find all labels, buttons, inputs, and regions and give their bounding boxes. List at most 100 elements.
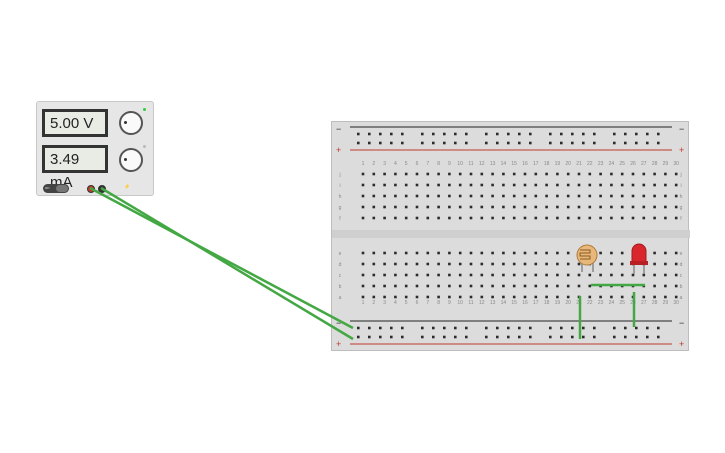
rail-hole[interactable] <box>496 326 499 330</box>
breadboard-hole[interactable] <box>674 295 678 299</box>
breadboard-hole[interactable] <box>653 183 656 187</box>
breadboard-hole[interactable] <box>448 216 451 220</box>
power-switch[interactable] <box>43 184 69 193</box>
breadboard-hole[interactable] <box>372 194 376 198</box>
rail-hole[interactable] <box>613 326 616 330</box>
breadboard-hole[interactable] <box>674 172 678 176</box>
breadboard-hole[interactable] <box>523 251 527 255</box>
breadboard-hole[interactable] <box>448 273 451 277</box>
breadboard-hole[interactable] <box>404 273 408 277</box>
breadboard-hole[interactable] <box>394 284 397 288</box>
breadboard-hole[interactable] <box>664 216 667 220</box>
breadboard-hole[interactable] <box>566 216 570 220</box>
breadboard-hole[interactable] <box>512 194 516 198</box>
breadboard-hole[interactable] <box>523 262 527 266</box>
rail-hole[interactable] <box>518 335 521 339</box>
breadboard-hole[interactable] <box>394 295 397 299</box>
breadboard-hole[interactable] <box>426 205 430 209</box>
breadboard-hole[interactable] <box>469 216 473 220</box>
breadboard-hole[interactable] <box>383 216 386 220</box>
breadboard-hole[interactable] <box>361 251 365 255</box>
breadboard-hole[interactable] <box>502 194 505 198</box>
breadboard-hole[interactable] <box>610 172 613 176</box>
breadboard-hole[interactable] <box>512 284 516 288</box>
rail-hole[interactable] <box>507 335 510 339</box>
breadboard-hole[interactable] <box>458 216 462 220</box>
breadboard-hole[interactable] <box>394 183 397 187</box>
rail-hole[interactable] <box>357 335 360 339</box>
breadboard-hole[interactable] <box>437 205 440 209</box>
breadboard-hole[interactable] <box>415 273 419 277</box>
breadboard-hole[interactable] <box>566 273 570 277</box>
breadboard-hole[interactable] <box>426 284 430 288</box>
wire-negative[interactable] <box>100 186 354 341</box>
breadboard-hole[interactable] <box>491 205 494 209</box>
breadboard-hole[interactable] <box>394 273 397 277</box>
dc-power-supply[interactable]: 5.00 V 3.49 mA on ⚡ <box>36 101 154 196</box>
breadboard-hole[interactable] <box>577 273 581 277</box>
breadboard-hole[interactable] <box>674 262 678 266</box>
rail-hole[interactable] <box>454 335 457 339</box>
breadboard-hole[interactable] <box>458 284 462 288</box>
breadboard-hole[interactable] <box>502 273 505 277</box>
rail-hole[interactable] <box>368 326 371 330</box>
rail-hole[interactable] <box>432 132 435 136</box>
breadboard-hole[interactable] <box>491 216 494 220</box>
breadboard-hole[interactable] <box>491 172 494 176</box>
rail-hole[interactable] <box>379 141 382 145</box>
rail-hole[interactable] <box>518 326 521 330</box>
breadboard-hole[interactable] <box>480 205 484 209</box>
voltage-knob[interactable] <box>119 111 143 135</box>
breadboard-hole[interactable] <box>469 262 473 266</box>
breadboard-hole[interactable] <box>469 194 473 198</box>
current-knob[interactable] <box>119 148 143 172</box>
breadboard-hole[interactable] <box>448 262 451 266</box>
rail-hole[interactable] <box>507 132 510 136</box>
breadboard-hole[interactable] <box>566 183 570 187</box>
breadboard-hole[interactable] <box>545 295 548 299</box>
breadboard-hole[interactable] <box>577 295 581 299</box>
rail-hole[interactable] <box>635 132 638 136</box>
rail-hole[interactable] <box>443 335 446 339</box>
rail-hole[interactable] <box>454 132 457 136</box>
breadboard-hole[interactable] <box>610 194 613 198</box>
breadboard-hole[interactable] <box>653 216 656 220</box>
breadboard-hole[interactable] <box>620 172 624 176</box>
rail-hole[interactable] <box>646 335 649 339</box>
breadboard-hole[interactable] <box>599 172 602 176</box>
breadboard-hole[interactable] <box>502 172 505 176</box>
breadboard-hole[interactable] <box>458 172 462 176</box>
breadboard-hole[interactable] <box>610 284 613 288</box>
rail-hole[interactable] <box>357 326 360 330</box>
breadboard-hole[interactable] <box>502 205 505 209</box>
breadboard-hole[interactable] <box>415 172 419 176</box>
rail-hole[interactable] <box>496 141 499 145</box>
breadboard-hole[interactable] <box>620 284 624 288</box>
breadboard-hole[interactable] <box>631 183 635 187</box>
breadboard-hole[interactable] <box>642 273 646 277</box>
rail-hole[interactable] <box>624 326 627 330</box>
breadboard-hole[interactable] <box>566 284 570 288</box>
breadboard-hole[interactable] <box>653 284 656 288</box>
breadboard-hole[interactable] <box>523 284 527 288</box>
breadboard-hole[interactable] <box>664 183 667 187</box>
breadboard-hole[interactable] <box>577 194 581 198</box>
breadboard-hole[interactable] <box>480 295 484 299</box>
breadboard-hole[interactable] <box>512 262 516 266</box>
breadboard-hole[interactable] <box>512 172 516 176</box>
breadboard-hole[interactable] <box>674 194 678 198</box>
breadboard-hole[interactable] <box>653 262 656 266</box>
breadboard-hole[interactable] <box>674 284 678 288</box>
rail-hole[interactable] <box>443 132 446 136</box>
breadboard-hole[interactable] <box>383 194 386 198</box>
breadboard-hole[interactable] <box>556 183 559 187</box>
breadboard-hole[interactable] <box>491 273 494 277</box>
rail-hole[interactable] <box>635 326 638 330</box>
breadboard-hole[interactable] <box>577 183 581 187</box>
breadboard-hole[interactable] <box>383 262 386 266</box>
rail-hole[interactable] <box>560 141 563 145</box>
breadboard-hole[interactable] <box>415 295 419 299</box>
breadboard-hole[interactable] <box>653 194 656 198</box>
breadboard-hole[interactable] <box>502 251 505 255</box>
